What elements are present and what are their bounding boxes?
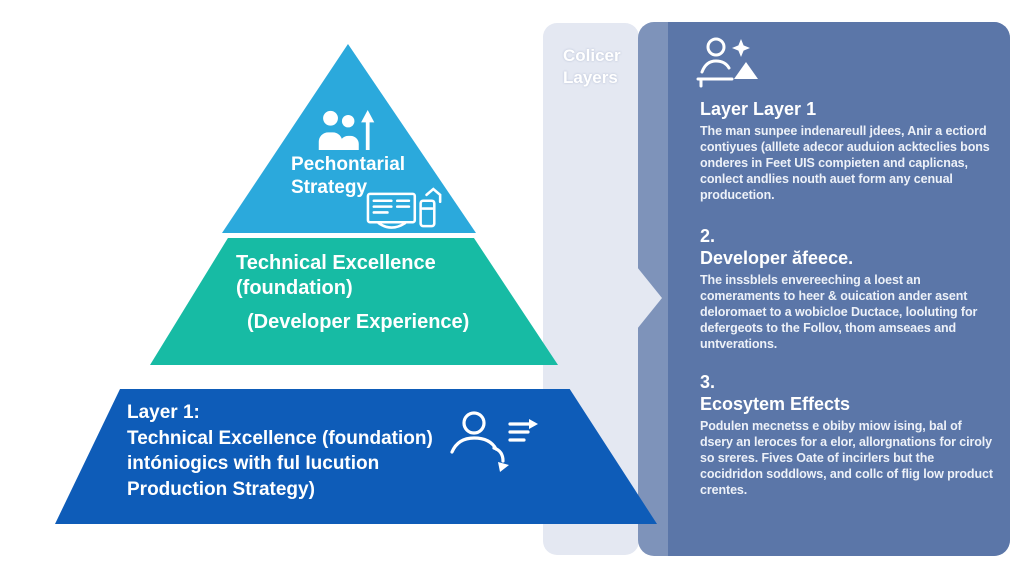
- section-title: Developer ăfeece.: [700, 248, 854, 268]
- caption-label: Colicer Layers: [563, 46, 621, 87]
- pyramid-tier-bottom: [55, 389, 657, 524]
- mentor-arrow-icon: [448, 405, 540, 481]
- layers-detail-panel: Layer Layer 1 The man sunpee indenareull…: [668, 22, 1010, 556]
- people-growth-icon: [316, 110, 378, 150]
- tier1-label: Pechontarial Strategy: [291, 154, 406, 198]
- section-number: 3.: [700, 372, 716, 392]
- section-number: 2.: [700, 226, 716, 246]
- section-body: The man sunpee indenareull jdees, Anir a…: [700, 124, 990, 202]
- devices-icon: [366, 186, 446, 235]
- section-body: The inssblels envereeching a loest an co…: [700, 273, 978, 351]
- person-sparkle-mountain-icon: [696, 36, 762, 94]
- section-layer-1: Layer Layer 1 The man sunpee indenareull…: [700, 98, 994, 203]
- section-title: Layer Layer 1: [700, 99, 817, 119]
- tier2-label-secondary: (Developer Experience): [247, 311, 470, 333]
- section-title: Ecosytem Effects: [700, 394, 851, 414]
- tier3-label: Layer 1: Technical Excellence (foundatio…: [127, 402, 433, 500]
- tier2-label-primary: Technical Excellence (foundation): [236, 252, 436, 299]
- section-developer-effect: 2. Developer ăfeece. The inssblels enver…: [700, 226, 994, 352]
- section-ecosystem-effects: 3. Ecosytem Effects Podulen mecnetss e o…: [700, 372, 994, 498]
- section-body: Podulen mecnetss e obiby miow ising, bal…: [700, 419, 993, 497]
